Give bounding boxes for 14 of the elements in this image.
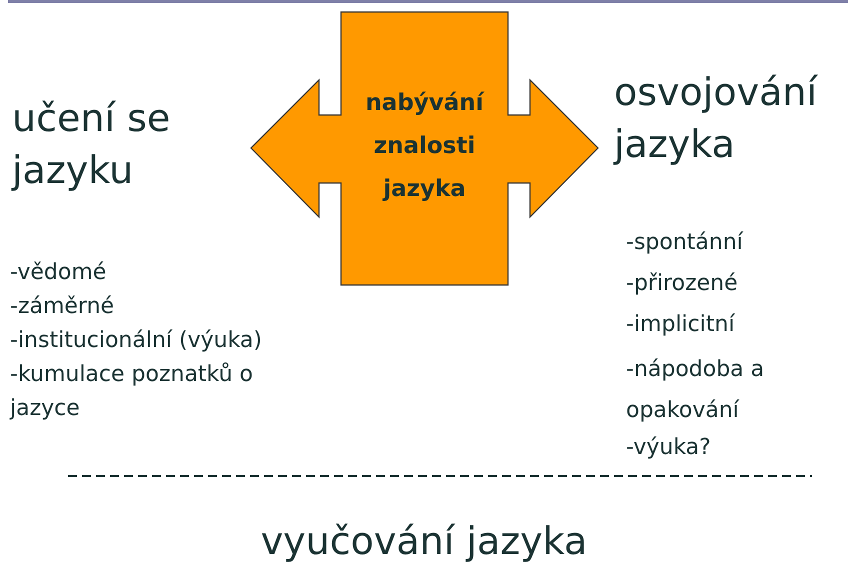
list-item: -výuka? <box>626 434 712 462</box>
list-item: -spontánní <box>626 229 744 257</box>
bottom-heading: vyučování jazyka <box>260 518 588 565</box>
list-item: -vědomé <box>10 259 108 287</box>
list-item: -kumulace poznatků o jazyce <box>10 361 254 423</box>
shape-text: nabývání znalosti jazyka <box>364 89 486 204</box>
double-arrow-shape <box>251 12 599 286</box>
heading: osvojování jazyka <box>614 69 819 168</box>
list-item: -institucionální (výuka) <box>10 327 264 355</box>
list-item: -implicitní <box>626 311 736 339</box>
list-item: -přirozené <box>626 270 739 298</box>
heading: učení se jazyku <box>12 95 172 194</box>
list-item: -záměrné <box>10 293 116 321</box>
list-item: -nápodoba a opakování <box>626 356 766 425</box>
